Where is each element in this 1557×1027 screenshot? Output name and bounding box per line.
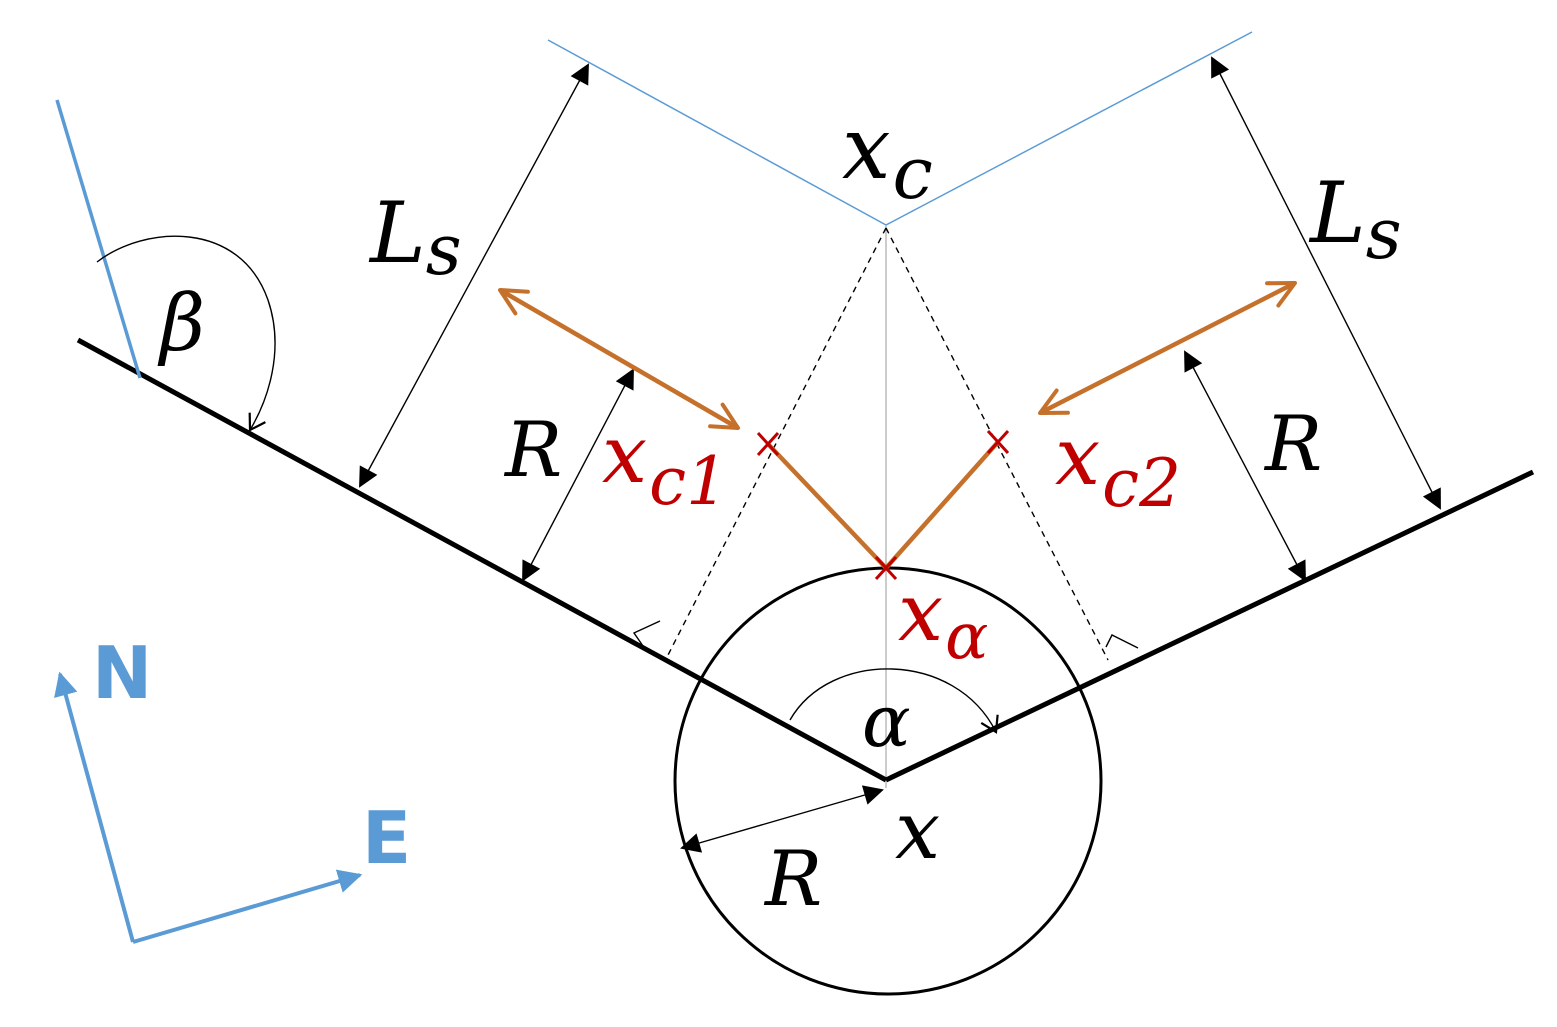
ls-dimension-arrow-left [359, 63, 589, 488]
swath-edge-left [547, 39, 887, 226]
label-r-left: R [503, 405, 562, 494]
label-xalpha: xα [898, 566, 988, 674]
right-angle-marker-left [632, 620, 661, 647]
label-xc2: xc2 [1055, 410, 1181, 522]
label-xc: xc [842, 99, 933, 215]
label-alpha: α [862, 679, 911, 763]
compass-east-label: E [362, 796, 411, 880]
label-r-circle: R [763, 834, 822, 923]
alpha-angle-arc [789, 668, 999, 734]
label-ls-left: Ls [368, 184, 462, 291]
north-reference-line [55, 99, 142, 379]
label-xc1: xc1 [602, 408, 728, 520]
label-r-right: R [1263, 399, 1322, 488]
boundary-left [76, 337, 888, 783]
xc2-point-marker [986, 429, 1010, 455]
dashed-perpendicular-left [666, 227, 887, 658]
xc1-point-marker [756, 431, 780, 457]
compass-north-label: N [92, 631, 152, 715]
ls-dimension-arrow-right [1211, 56, 1441, 510]
orange-arrow-left [498, 288, 740, 430]
orange-connector-right [884, 440, 1000, 570]
r-radius-arrow [680, 785, 884, 853]
swath-edge-right [885, 31, 1253, 226]
orange-arrow-right [1038, 280, 1297, 416]
orange-connector-left [766, 442, 888, 570]
label-x: x [895, 784, 940, 877]
xalpha-point-marker [874, 555, 898, 581]
label-beta: β [157, 279, 205, 369]
compass-north-axis [54, 671, 135, 943]
beta-angle-arc [96, 235, 276, 432]
label-ls-right: Ls [1308, 164, 1402, 275]
compass-east-axis [132, 869, 363, 944]
right-angle-marker-right [1105, 634, 1139, 649]
